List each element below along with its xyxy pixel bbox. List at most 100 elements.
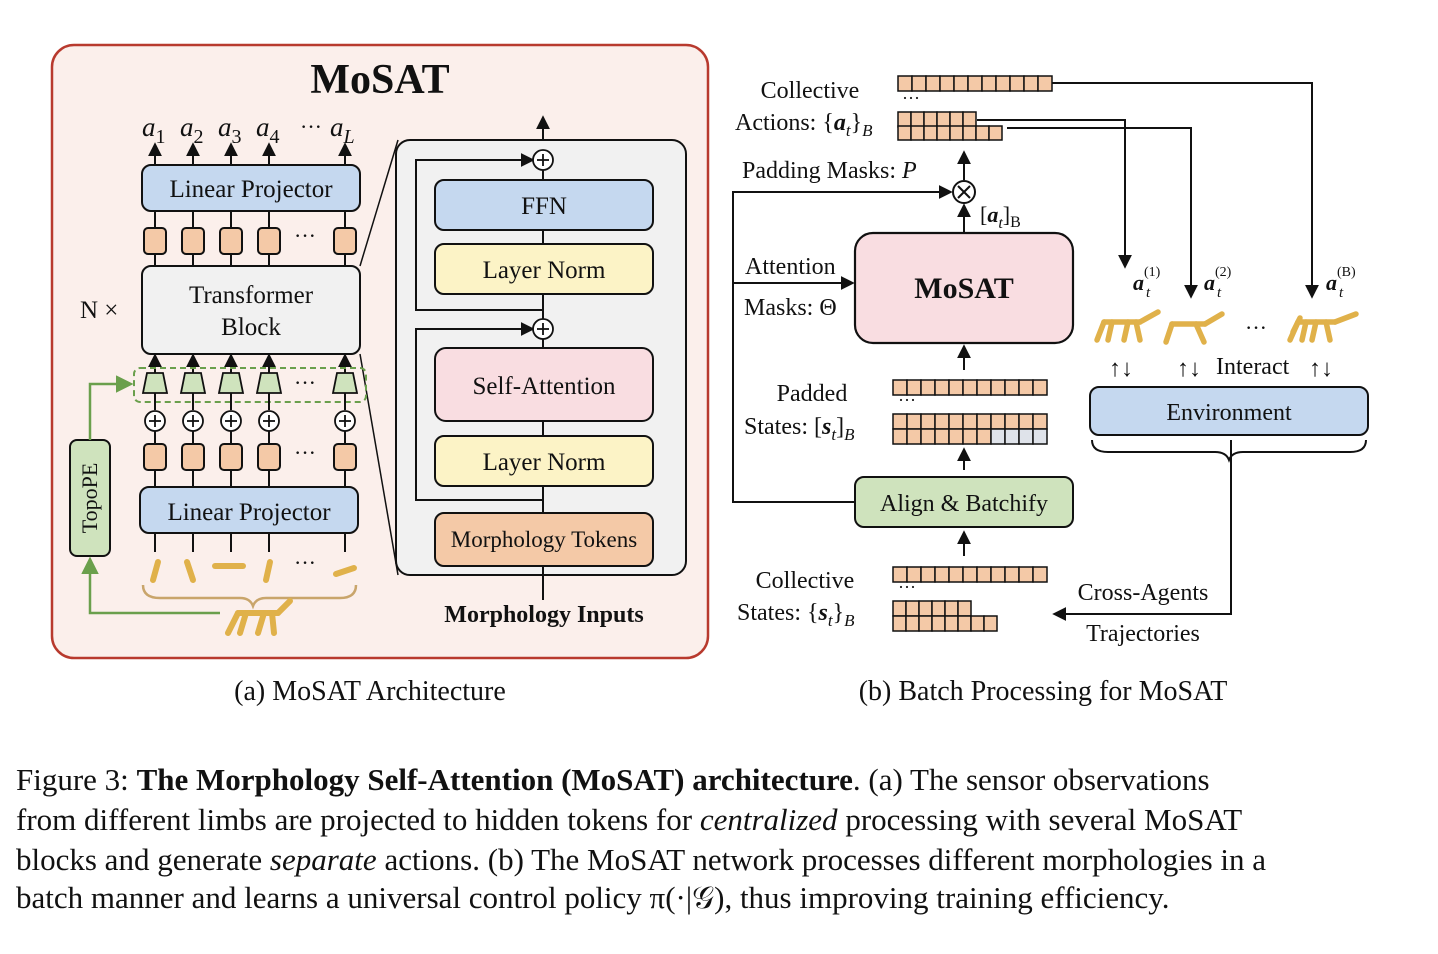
layer-norm-top-label: Layer Norm <box>483 257 606 284</box>
padded-states-grid <box>892 379 1048 445</box>
token-cell <box>976 379 992 396</box>
token-cell <box>934 413 950 430</box>
collective-actions-grid <box>897 75 1053 141</box>
token-cell <box>892 600 907 617</box>
caption-line-2b: processing with several MoSAT <box>837 802 1243 837</box>
token-cell <box>905 615 920 632</box>
padded-states-ellipsis: ··· <box>898 390 916 410</box>
token-cell <box>934 566 950 583</box>
token-cell <box>983 615 998 632</box>
token-cell <box>976 413 992 430</box>
svg-text:↑↓: ↑↓ <box>1177 356 1201 382</box>
agent-action-2-sub: t <box>1217 285 1222 301</box>
topope-label: TopoPE <box>77 463 102 534</box>
token-cell <box>939 75 955 92</box>
n-times-label: N × <box>80 297 118 324</box>
token-cell <box>1018 566 1034 583</box>
token-cell <box>931 615 946 632</box>
padded-label-1: Padded <box>777 381 848 407</box>
environment-brace <box>1091 439 1367 463</box>
token-cell <box>970 615 985 632</box>
caption-line-3b: actions. (b) The MoSAT network processes… <box>376 842 1267 877</box>
token-cell <box>949 125 964 141</box>
token-cell <box>1004 428 1020 445</box>
encoders-ellipsis: ··· <box>294 370 316 395</box>
padded-label-2: States: [st]B <box>744 414 855 444</box>
token-cell <box>981 75 997 92</box>
morphology-tokens-box <box>434 512 654 567</box>
token-cell <box>931 600 946 617</box>
token-cell <box>948 379 964 396</box>
caption-line-3-em: separate <box>269 842 377 877</box>
collective-actions-label-1: Collective <box>761 78 860 104</box>
figure-caption-line-2: from different limbs are projected to hi… <box>16 800 1424 840</box>
token-cell <box>957 615 972 632</box>
panel-a-caption: (a) MoSAT Architecture <box>234 676 506 707</box>
collective-actions-ellipsis: ··· <box>902 88 920 108</box>
mosat-box <box>853 231 1075 345</box>
collective-actions-label-2: Actions: {at}B <box>735 110 873 140</box>
caption-line-4: batch manner and learns a universal cont… <box>16 880 1170 915</box>
action-a3: a3 <box>218 112 242 148</box>
topope-dashed-region <box>133 367 367 403</box>
token-cell <box>995 75 1011 92</box>
token-cell <box>944 600 959 617</box>
caption-title: The Morphology Self-Attention (MoSAT) ar… <box>136 762 853 797</box>
token-cell <box>975 125 990 141</box>
token-cell <box>920 566 936 583</box>
robot-morphology-icon <box>225 598 293 636</box>
caption-prefix: Figure 3: <box>16 762 137 797</box>
token-cell <box>953 75 969 92</box>
token-cell <box>962 428 978 445</box>
token-cell <box>906 428 922 445</box>
token-cell <box>910 111 925 128</box>
collective-states-ellipsis: ··· <box>898 577 916 597</box>
panel-b-caption: (b) Batch Processing for MoSAT <box>859 676 1228 707</box>
hidden-tokens-top <box>143 227 357 255</box>
token-cell <box>1004 379 1020 396</box>
trajectories-label: Trajectories <box>1086 621 1200 647</box>
transformer-block <box>141 265 361 355</box>
hidden-tokens-bottom <box>143 443 357 471</box>
collective-states-label-1: Collective <box>756 568 855 594</box>
token-cell <box>1004 566 1020 583</box>
token-cell <box>897 125 912 141</box>
svg-text:↑↓: ↑↓ <box>1309 356 1333 382</box>
residual-add-bottom <box>532 318 554 340</box>
residual-add-top <box>532 149 554 171</box>
output-actions: a1 a2 a3 a4 ··· aL <box>142 112 355 148</box>
token-cell <box>948 566 964 583</box>
tokens-top-ellipsis: ··· <box>294 223 316 248</box>
token-cell <box>1018 428 1034 445</box>
action-a1: a1 <box>142 112 166 148</box>
multiply-operator <box>952 180 976 204</box>
token-cell <box>892 428 908 445</box>
layer-norm-bottom-label: Layer Norm <box>483 449 606 476</box>
figure-caption-line-3: blocks and generate separate actions. (b… <box>16 840 1424 880</box>
token-cell <box>948 428 964 445</box>
token-cell <box>923 125 938 141</box>
token-cell <box>1018 379 1034 396</box>
token-cell <box>1032 566 1048 583</box>
token-cell <box>920 413 936 430</box>
token-cell <box>918 600 933 617</box>
token-cell <box>1009 75 1025 92</box>
token-cell <box>920 379 936 396</box>
linear-projector-top-label: Linear Projector <box>169 176 333 203</box>
token-cell <box>990 566 1006 583</box>
align-batchify-box <box>854 476 1074 528</box>
token-cell <box>905 600 920 617</box>
token-cell <box>990 379 1006 396</box>
transformer-block-label-1: Transformer <box>189 282 314 309</box>
mosat-box-label: MoSAT <box>914 272 1013 305</box>
token-cell <box>918 615 933 632</box>
token-cell <box>934 428 950 445</box>
caption-line-2a: from different limbs are projected to hi… <box>16 802 700 837</box>
token-cell <box>1032 413 1048 430</box>
mosat-title: MoSAT <box>310 57 449 103</box>
linear-projector-top <box>141 164 361 212</box>
token-cell <box>948 413 964 430</box>
align-batchify-label: Align & Batchify <box>880 491 1048 517</box>
token-cell <box>990 428 1006 445</box>
token-cell <box>934 379 950 396</box>
